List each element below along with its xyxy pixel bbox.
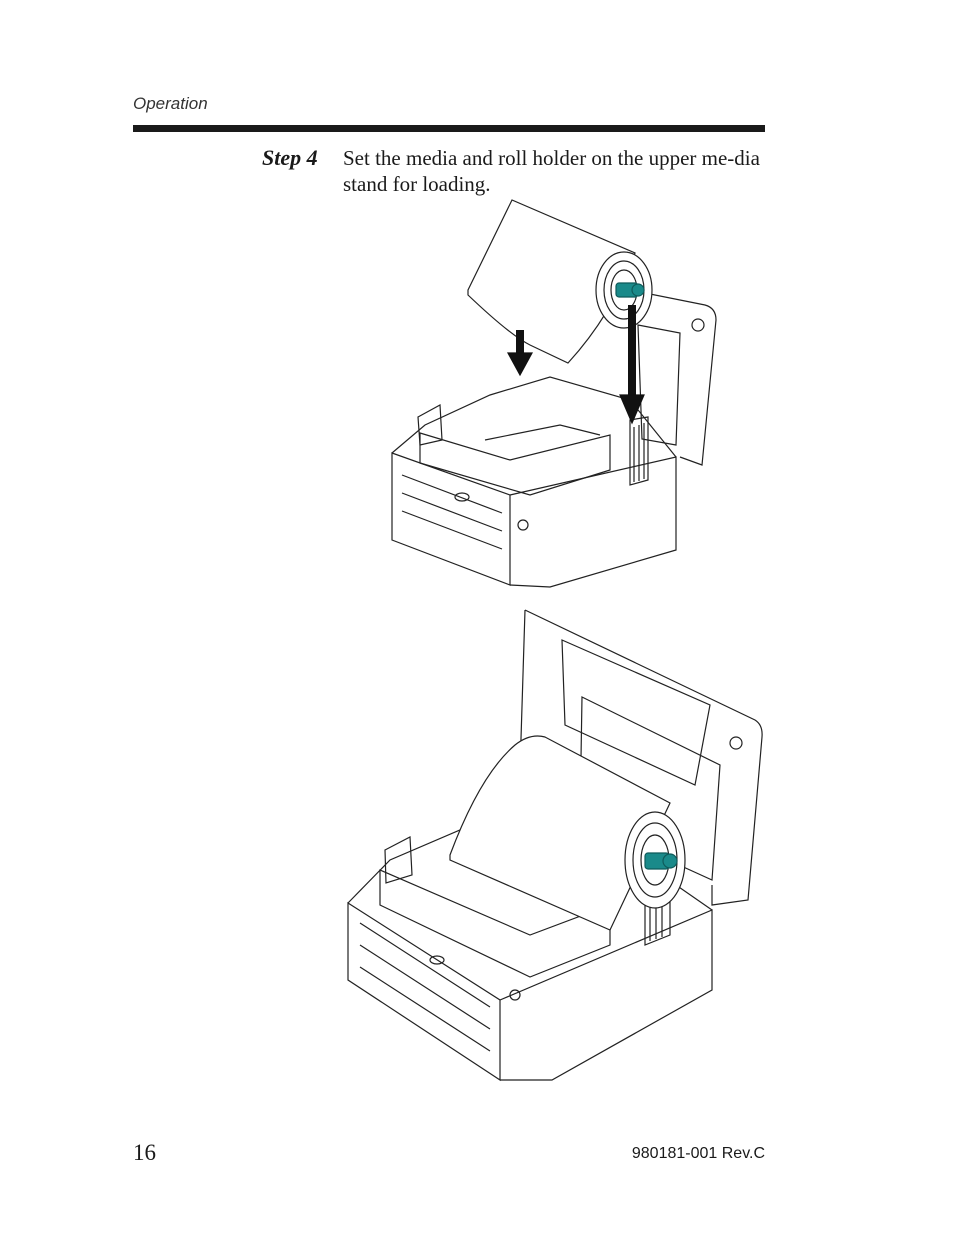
printer-base	[392, 453, 510, 585]
step-label: Step 4	[262, 145, 318, 170]
header-rule	[133, 125, 765, 132]
printer-roll-above-illustration	[380, 195, 720, 595]
printer-lid	[630, 290, 716, 465]
document-id: 980181-001 Rev.C	[631, 1145, 765, 1162]
step-instruction: Set the media and roll holder on the upp…	[343, 146, 760, 196]
power-button-icon	[518, 520, 528, 530]
media-sheet	[450, 736, 670, 930]
lid-button-icon	[692, 319, 704, 331]
running-head: Operation	[133, 94, 208, 113]
printer-roll-loaded-illustration	[340, 605, 770, 1085]
lid-button-icon	[730, 737, 742, 749]
printer-lid	[525, 610, 762, 905]
power-button-icon	[510, 990, 520, 1000]
page-number: 16	[133, 1140, 156, 1165]
